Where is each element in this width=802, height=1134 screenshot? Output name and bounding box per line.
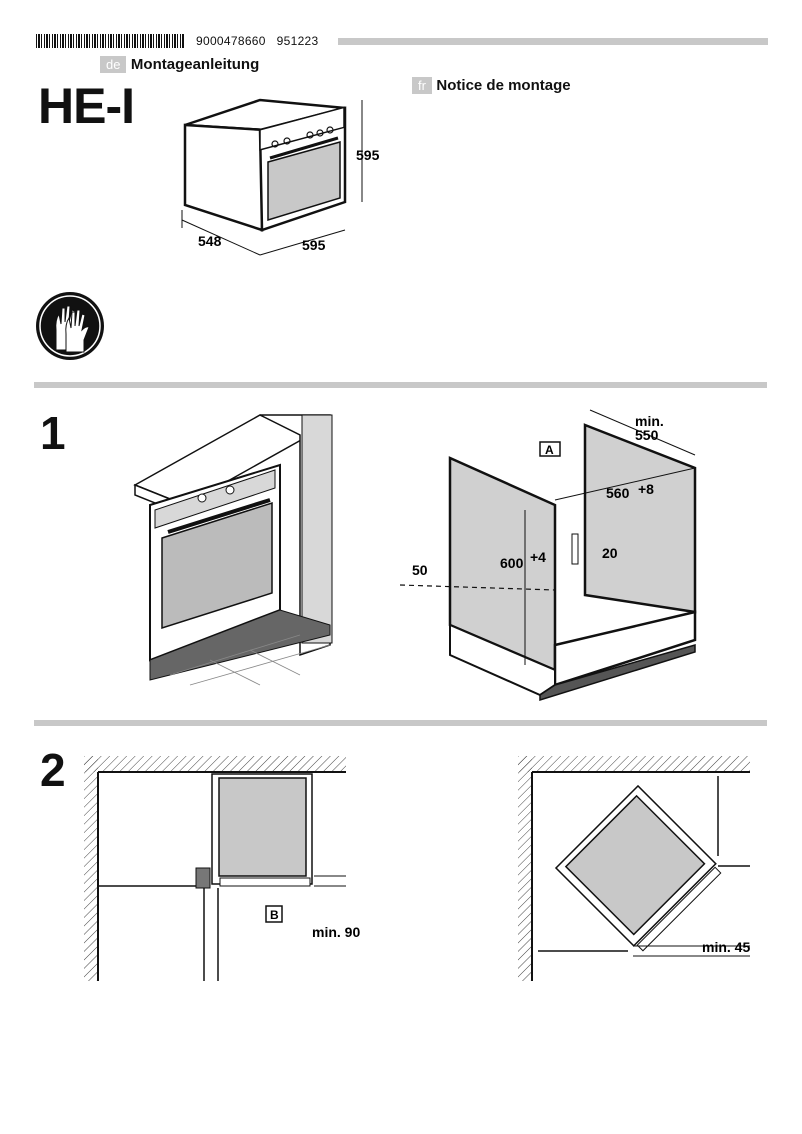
model-title: HE-I bbox=[38, 78, 135, 134]
oven-depth-label: 548 bbox=[198, 233, 222, 249]
installed-oven-illustration bbox=[133, 414, 333, 686]
lang-de: de Montageanleitung bbox=[100, 56, 259, 74]
cabinet-niche-diagram: A min. 550 560 +8 600 +4 20 50 bbox=[399, 409, 697, 702]
bracket-dim: 20 bbox=[602, 545, 618, 561]
corner-clearance-diagram: min. 45 bbox=[518, 756, 750, 981]
lang-title-de: Montageanleitung bbox=[130, 56, 260, 73]
offset-dim: 50 bbox=[412, 562, 428, 578]
oven-side bbox=[183, 123, 267, 232]
wear-gloves-icon bbox=[36, 292, 104, 360]
oven-height-label: 595 bbox=[356, 147, 380, 163]
min-45-label: min. 45 bbox=[702, 939, 750, 955]
step-2-number: 2 bbox=[40, 744, 66, 796]
lang-code-de: de bbox=[100, 56, 127, 73]
oven-window bbox=[267, 141, 341, 222]
oven-width-label: 595 bbox=[302, 237, 326, 253]
label-b: B bbox=[270, 908, 279, 922]
door-clearance-diagram: B min. 90 bbox=[84, 756, 360, 981]
niche-width-tolerance: +8 bbox=[638, 481, 654, 497]
niche-right-wall bbox=[583, 423, 697, 614]
min-label: min. bbox=[635, 413, 664, 429]
lang-title-fr: Notice de montage bbox=[436, 77, 571, 94]
min-90-label: min. 90 bbox=[312, 924, 360, 940]
step-1-number: 1 bbox=[40, 407, 66, 459]
oven-overview-drawing: 595 548 595 bbox=[181, 98, 380, 256]
header-rule bbox=[338, 38, 768, 45]
label-a: A bbox=[545, 443, 554, 457]
niche-height: 600 bbox=[500, 555, 524, 571]
document-number: 9000478660 951223 bbox=[196, 34, 319, 48]
section-divider-2 bbox=[34, 720, 767, 726]
lang-code-fr: fr bbox=[412, 77, 432, 94]
installed-oven-window bbox=[161, 501, 273, 630]
niche-width: 560 bbox=[606, 485, 630, 501]
lang-fr: fr Notice de montage bbox=[412, 77, 571, 95]
section-divider bbox=[34, 382, 767, 388]
niche-height-tolerance: +4 bbox=[530, 549, 546, 565]
min-value: 550 bbox=[635, 427, 659, 443]
barcode bbox=[36, 34, 184, 48]
